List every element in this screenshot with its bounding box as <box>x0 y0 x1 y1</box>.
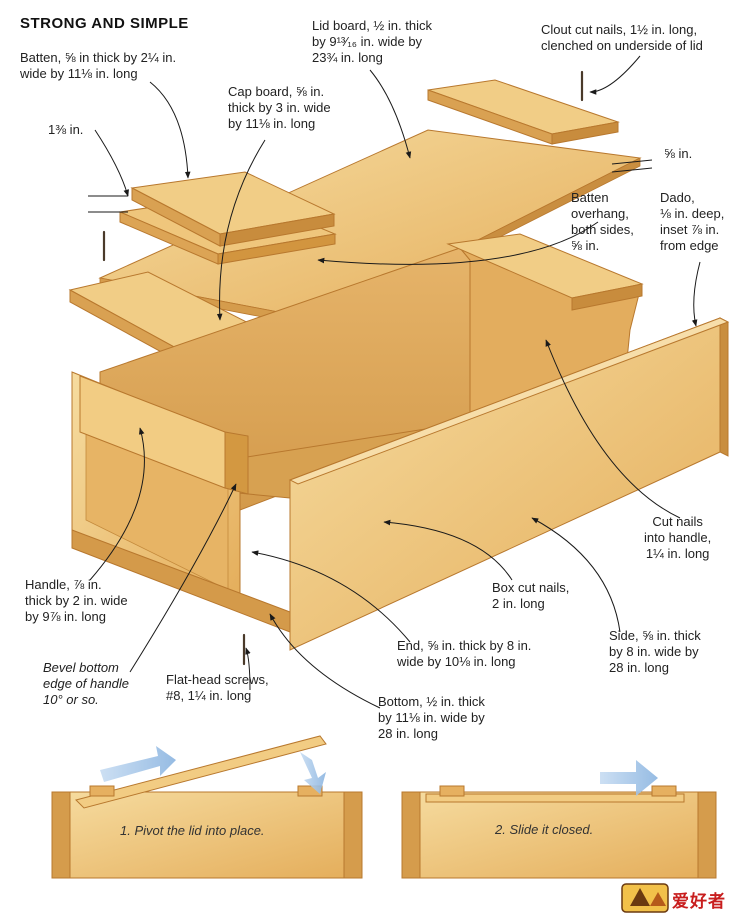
batten-top <box>427 79 620 145</box>
dimension-marks <box>88 159 653 213</box>
arrow-down-icon <box>300 752 326 794</box>
arrow-left-icon <box>100 746 176 782</box>
clout-nails-label: Clout cut nails, 1½ in. long, clenched o… <box>541 22 703 53</box>
dimension-5-8-label: ⅝ in. <box>664 146 693 161</box>
box-body <box>71 233 730 651</box>
bottom-label: Bottom, ½ in. thick by 11⅛ in. wide by 2… <box>378 694 485 741</box>
dado-label: Dado, ⅛ in. deep, inset ⅞ in. from edge <box>660 190 725 253</box>
end-label: End, ⅝ in. thick by 8 in. wide by 10⅛ in… <box>397 638 532 669</box>
watermark-text: 爱好者 <box>672 892 726 911</box>
dimension-1-3-8-label: 1⅜ in. <box>48 122 84 137</box>
step-2-diagram <box>401 760 717 879</box>
diagram-title: STRONG AND SIMPLE <box>20 15 189 32</box>
step-1-caption: 1. Pivot the lid into place. <box>120 823 265 838</box>
leader-lines <box>89 55 701 709</box>
side-label: Side, ⅝ in. thick by 8 in. wide by 28 in… <box>609 628 701 675</box>
batten-left <box>130 171 336 247</box>
box-cut-nails-label: Box cut nails, 2 in. long <box>492 580 570 611</box>
cut-nails-handle-label: Cut nails into handle, 1¼ in. long <box>644 514 712 561</box>
batten-overhang-label: Batten overhang, both sides, ⅝ in. <box>571 190 634 253</box>
lid-board-label: Lid board, ½ in. thick by 9¹³⁄₁₆ in. wid… <box>312 18 432 65</box>
cap-board-label: Cap board, ⅝ in. thick by 3 in. wide by … <box>228 84 331 131</box>
batten-label: Batten, ⅝ in thick by 2¼ in. wide by 11⅛… <box>20 50 177 81</box>
handle-label: Handle, ⅞ in. thick by 2 in. wide by 9⅞ … <box>25 577 128 624</box>
watermark-logo <box>621 883 669 913</box>
flat-head-screws-label: Flat-head screws, #8, 1¼ in. long <box>166 672 269 703</box>
step-1-diagram <box>51 735 363 879</box>
arrow-right-icon <box>600 760 658 796</box>
bevel-label: Bevel bottom edge of handle 10° or so. <box>43 660 130 707</box>
step-2-caption: 2. Slide it closed. <box>495 822 594 837</box>
